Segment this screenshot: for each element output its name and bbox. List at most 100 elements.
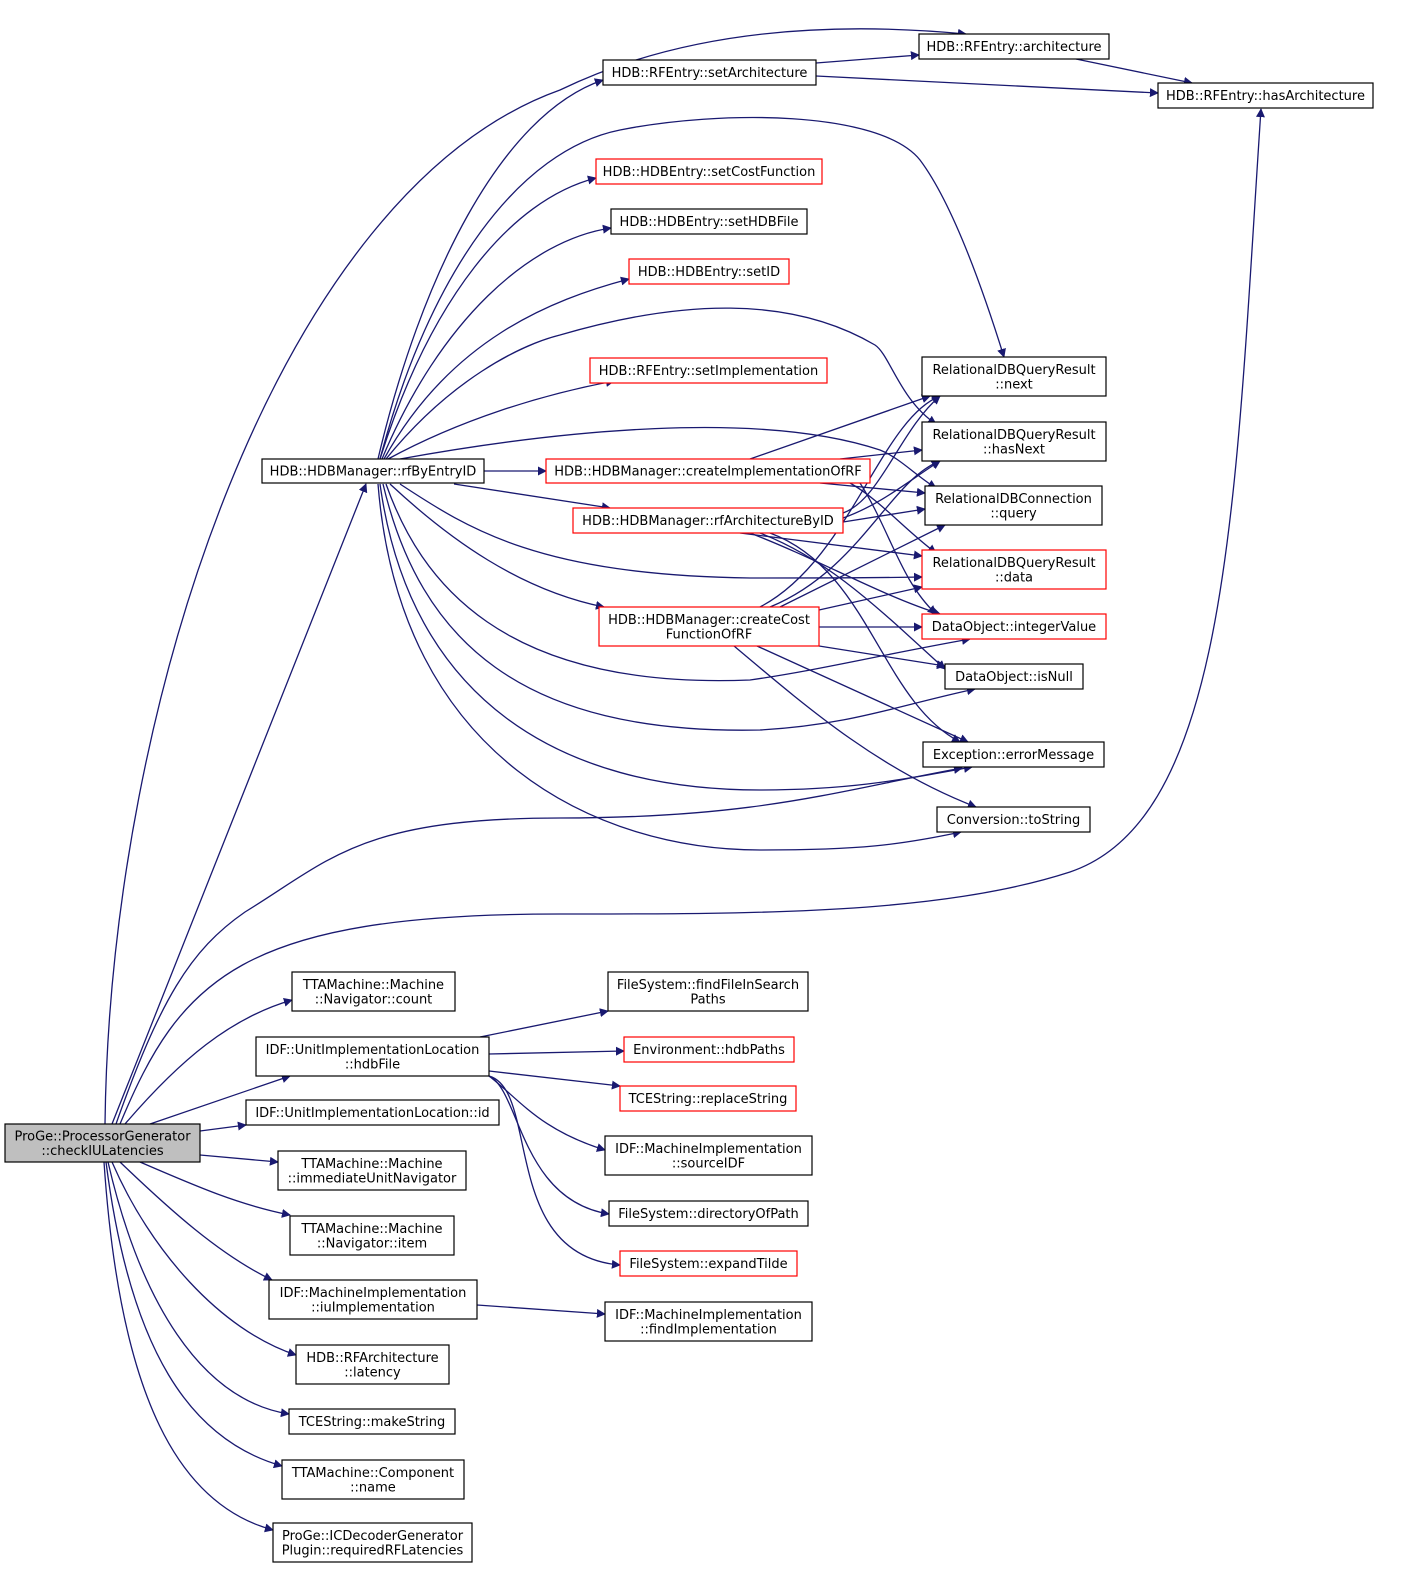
node-box [261, 458, 485, 484]
node-box [944, 663, 1084, 690]
node-hdbPaths[interactable]: Environment::hdbPaths [623, 1036, 795, 1063]
edge-hdbFile-to-sourceIDF [488, 1075, 606, 1152]
edge-architecture-to-hasArchitecture [1075, 58, 1193, 86]
edge-root-to-navCount [124, 997, 293, 1125]
node-errorMessage[interactable]: Exception::errorMessage [922, 741, 1105, 768]
edge-rfArchitectureByID-to-integerValue [749, 532, 941, 616]
node-box [255, 1036, 490, 1077]
node-architecture[interactable]: HDB::RFEntry::architecture [918, 33, 1110, 60]
node-label: FileSystem::directoryOfPath [618, 1207, 799, 1222]
node-label: TTAMachine::Component [291, 1466, 454, 1481]
node-toString[interactable]: Conversion::toString [936, 806, 1091, 833]
node-box [595, 158, 823, 185]
node-rfArchitectureByID[interactable]: HDB::HDBManager::rfArchitectureByID [572, 507, 844, 534]
edge-root-to-hasArchitecture [119, 108, 1265, 1125]
node-setImplementation[interactable]: HDB::RFEntry::setImplementation [589, 357, 828, 384]
edge-root-to-requiredRFLatencies [103, 1161, 274, 1533]
node-box [4, 1123, 201, 1163]
node-label: FileSystem::expandTilde [629, 1257, 787, 1272]
node-label: HDB::RFEntry::architecture [926, 40, 1101, 55]
node-label: HDB::RFEntry::setArchitecture [612, 66, 808, 81]
node-label: TTAMachine::Machine [302, 978, 444, 993]
node-label: Plugin::requiredRFLatencies [282, 1543, 464, 1558]
node-makeString[interactable]: TCEString::makeString [288, 1408, 456, 1435]
node-iuImplementation[interactable]: IDF::MachineImplementation::iuImplementa… [268, 1279, 478, 1320]
edge-root-to-errorMessage [115, 765, 963, 1125]
node-label: TCEString::makeString [298, 1415, 446, 1430]
node-findImplementation[interactable]: IDF::MachineImplementation::findImplemen… [604, 1301, 813, 1342]
node-setArchitecture[interactable]: HDB::RFEntry::setArchitecture [602, 59, 817, 86]
edge-rfByEntryID-to-createCostFunctionOfRF [389, 483, 605, 610]
node-setHDBFile[interactable]: HDB::HDBEntry::setHDBFile [610, 208, 808, 235]
node-label: HDB::HDBEntry::setID [638, 265, 780, 280]
node-hasNext[interactable]: RelationalDBQueryResult::hasNext [921, 421, 1107, 462]
edge-rfArchitectureByID-to-next [842, 395, 941, 514]
node-box [924, 485, 1103, 526]
node-hdbFile[interactable]: IDF::UnitImplementationLocation::hdbFile [255, 1036, 490, 1077]
node-data[interactable]: RelationalDBQueryResult::data [921, 549, 1107, 590]
node-label: ::hasNext [983, 442, 1045, 457]
node-box [289, 1215, 455, 1256]
node-setCostFunction[interactable]: HDB::HDBEntry::setCostFunction [595, 158, 823, 185]
node-directoryOfPath[interactable]: FileSystem::directoryOfPath [608, 1200, 809, 1227]
node-immediateUnitNavigator[interactable]: TTAMachine::Machine::immediateUnitNaviga… [277, 1150, 467, 1191]
node-label: RelationalDBQueryResult [932, 556, 1095, 571]
node-setID[interactable]: HDB::HDBEntry::setID [628, 258, 790, 285]
node-label: ::next [995, 377, 1033, 392]
node-sourceIDF[interactable]: IDF::MachineImplementation::sourceIDF [604, 1135, 813, 1176]
node-label: ::Navigator::count [315, 992, 433, 1007]
node-label: HDB::HDBManager::createImplementationOfR… [554, 465, 862, 480]
node-navCount[interactable]: TTAMachine::Machine::Navigator::count [291, 971, 456, 1012]
node-label: RelationalDBQueryResult [932, 363, 1095, 378]
node-root[interactable]: ProGe::ProcessorGenerator::checkIULatenc… [4, 1123, 201, 1163]
edge-rfByEntryID-to-next [379, 116, 1006, 460]
node-requiredRFLatencies[interactable]: ProGe::ICDecoderGeneratorPlugin::require… [272, 1522, 473, 1563]
node-navItem[interactable]: TTAMachine::Machine::Navigator::item [289, 1215, 455, 1256]
node-box [572, 507, 844, 534]
node-box [545, 458, 871, 484]
node-componentName[interactable]: TTAMachine::Component::name [281, 1459, 465, 1500]
node-latency[interactable]: HDB::RFArchitecture::latency [295, 1344, 450, 1385]
node-box [604, 1135, 813, 1176]
node-next[interactable]: RelationalDBQueryResult::next [921, 356, 1107, 397]
node-box [921, 421, 1107, 462]
edge-setArchitecture-to-architecture [815, 51, 920, 64]
edge-rfByEntryID-to-setImplementation [387, 378, 615, 460]
edge-rfByEntryID-to-hasNext [385, 307, 937, 460]
edge-rfByEntryID-to-setID [383, 276, 630, 460]
node-hasArchitecture[interactable]: HDB::RFEntry::hasArchitecture [1157, 82, 1374, 109]
node-label: TCEString::replaceString [628, 1092, 788, 1107]
node-query[interactable]: RelationalDBConnection::query [924, 485, 1103, 526]
edge-createImplementationOfRF-to-next [749, 394, 931, 460]
node-label: HDB::RFEntry::setImplementation [599, 364, 818, 379]
node-rfByEntryID[interactable]: HDB::HDBManager::rfByEntryID [261, 458, 485, 484]
node-expandTilde[interactable]: FileSystem::expandTilde [619, 1250, 798, 1277]
node-label: TTAMachine::Machine [300, 1222, 442, 1237]
edge-rfArchitectureByID-to-query [842, 505, 926, 523]
node-uilId[interactable]: IDF::UnitImplementationLocation::id [245, 1099, 500, 1126]
node-replaceString[interactable]: TCEString::replaceString [619, 1085, 797, 1112]
node-label: RelationalDBConnection [935, 492, 1092, 507]
edge-hdbFile-to-replaceString [488, 1070, 621, 1090]
edge-setArchitecture-to-hasArchitecture [815, 75, 1159, 98]
edge-rfByEntryID-to-setHDBFile [381, 224, 612, 460]
edge-rfByEntryID-to-setArchitecture [377, 78, 604, 460]
edge-root-to-componentName [105, 1161, 283, 1469]
node-label: IDF::MachineImplementation [280, 1286, 467, 1301]
node-label: ProGe::ProcessorGenerator [14, 1129, 191, 1144]
node-label: HDB::RFEntry::hasArchitecture [1166, 89, 1365, 104]
edge-createImplementationOfRF-to-hasNext [839, 446, 923, 460]
edge-hdbFile-to-hdbPaths [488, 1046, 625, 1056]
node-integerValue[interactable]: DataObject::integerValue [921, 613, 1107, 640]
node-isNull[interactable]: DataObject::isNull [944, 663, 1084, 690]
edge-rfArchitectureByID-to-isNull [759, 532, 946, 670]
node-label: IDF::UnitImplementationLocation::id [255, 1106, 489, 1121]
edge-rfByEntryID-to-rfArchitectureByID [453, 483, 611, 512]
node-box [281, 1459, 465, 1500]
node-label: HDB::HDBManager::createCost [608, 613, 810, 628]
node-createImplementationOfRF[interactable]: HDB::HDBManager::createImplementationOfR… [545, 458, 871, 484]
edge-createImplementationOfRF-to-data [849, 482, 937, 554]
